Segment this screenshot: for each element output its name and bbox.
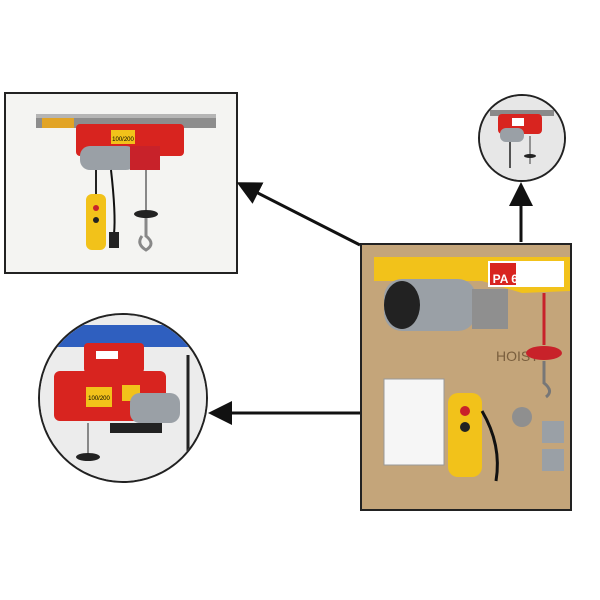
model-label: PA 600 xyxy=(493,272,532,286)
hoist-illustration-large: 100/200 xyxy=(40,315,206,481)
hoist-photo-large-circle: 100/200 xyxy=(38,313,208,483)
plate-label: 100/200 xyxy=(88,396,110,402)
hoist-product-photo: HOIST PA 600 xyxy=(360,243,572,511)
hoist-photo-small-circle xyxy=(478,94,566,182)
hoist-illustration-top-left: 100/200 xyxy=(36,114,216,252)
hoist-illustration-main: HOIST PA 600 xyxy=(362,245,570,509)
hoist-illustration-small xyxy=(480,96,564,180)
arrow-to-top-left-icon xyxy=(236,182,361,247)
hoist-photo-top-left: 100/200 xyxy=(4,92,238,274)
plate-label: 100/200 xyxy=(112,137,134,143)
